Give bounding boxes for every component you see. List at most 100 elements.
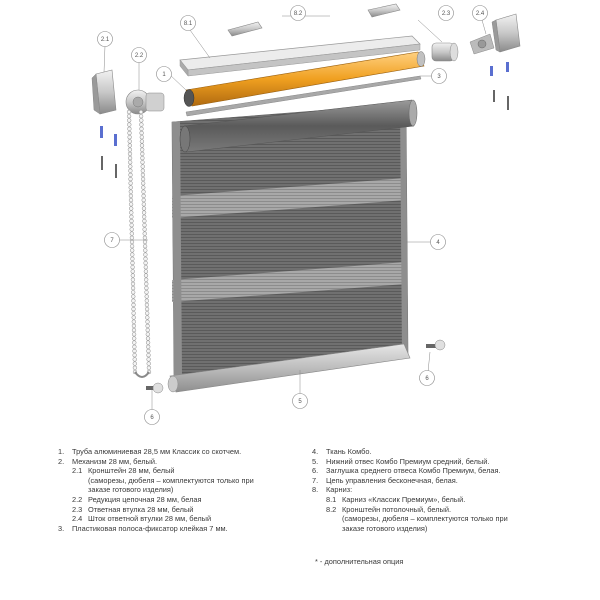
chain-bead [139,130,144,136]
legend-item-text: Кронштейн потолочный, белый. [342,504,452,514]
chain-bead [139,118,144,123]
svg-text:7: 7 [110,238,114,244]
chain-bead [127,151,133,157]
chain-bead [142,227,147,232]
chain-bead [129,218,134,224]
chain-bead [128,172,133,178]
chain-bead [138,109,144,115]
legend-item-text: Шток ответной втулки 28 мм, белый [88,514,212,524]
callout-8-2: 8.2 [290,5,306,21]
callout-3: 3 [431,68,447,84]
legend-item-number: 1. [58,447,65,456]
callout-6-right: 6 [419,370,435,386]
chain-bead [129,227,134,232]
chain-bead [146,365,152,370]
legend-item: 8.2 Кронштейн потолочный, белый. [312,505,508,515]
chain-bead [145,340,151,345]
chain-bead [140,160,145,165]
chain-bead [130,256,135,261]
chain-bead [131,332,137,337]
legend-item: 8.Карниз: [312,485,508,495]
chain-bead [141,197,146,203]
chain-bead [144,298,149,303]
chain-bead [130,277,136,282]
leader-lines [103,15,487,410]
svg-text:2.1: 2.1 [101,37,110,43]
chain-bead [144,306,150,312]
chain-bead [146,344,151,349]
chain-bead [140,155,145,161]
chain-bead [142,214,147,219]
chain-bead [129,206,134,211]
chain-bead [142,235,148,240]
legend-item: 1.Труба алюминиевая 28,5 мм Классик со с… [58,447,254,457]
legend-continuation: заказе готового изделия) [88,485,174,495]
callout-2-4: 2.4 [472,5,488,21]
legend-item-number: 8.2 [326,504,337,514]
ceiling-bracket-right [367,3,401,18]
chain-bead [144,302,150,308]
chain-bead [129,239,135,245]
legend-item-text: Ткань Комбо. [326,447,372,456]
roller-blind-exploded-diagram: 8.1 8.2 1 2.1 2.2 2.3 2.4 3 4 7 5 6 [91,3,521,425]
legend-item-text: Кронштейн 28 мм, белый [88,466,175,476]
legend-item-text: Нижний отвес Комбо Премиум средний, белы… [326,456,490,466]
callout-5: 5 [292,393,308,409]
ceiling-bracket-left [227,21,263,37]
chain-bead [144,290,149,295]
chain-bead [127,135,132,140]
end-cap-left [146,382,164,394]
legend-item: 5. Нижний отвес Комбо Премиум средний, бе… [312,457,508,467]
chain-bead [145,319,150,324]
legend-item-text: Карниз «Классик Премиум», белый. [342,494,466,504]
legend-item: 7.Цепь управления бесконечная, белая. [312,476,508,486]
callout-7: 7 [104,232,120,248]
chain-bead [140,176,146,182]
chain-bead [143,269,149,274]
legend-item-text: Ответная втулка 28 мм, белый [88,504,194,514]
chain-bead [132,361,137,366]
chain-bead [127,118,132,123]
fabric-roll [179,99,418,153]
chain-bead [139,122,144,127]
chain-bead [145,315,150,320]
chain-loop [134,371,150,378]
svg-text:4: 4 [436,240,440,246]
chain-bead [129,210,134,215]
chain-bead [128,189,133,194]
chain-bead [129,235,135,240]
chain-bead [131,298,136,303]
chain-bead [127,130,132,136]
legend-item: 2.Механизм 28 мм, белый. [58,457,254,467]
legend-left: 1.Труба алюминиевая 28,5 мм Классик со с… [58,447,254,533]
chain-bead [131,319,136,324]
chain-bead [127,143,132,148]
chain-bead [146,357,151,362]
chain-bead [131,302,136,308]
bracket-right [491,13,521,53]
legend-item-number: 7. [312,475,319,485]
left-fixings [100,126,117,178]
chain-bead [130,285,136,291]
callout-1: 1 [156,66,172,82]
chain-bead [140,147,145,152]
chain-bead [142,223,147,228]
chain-bead [128,176,133,182]
chain-bead [144,294,149,299]
chain-bead [140,168,145,173]
chain-bead [143,265,148,270]
legend-item-number: 5. [312,456,319,466]
legend-item-number: 2.3 [72,504,83,514]
control-chain [126,109,152,378]
callout-2-1: 2.1 [97,31,113,47]
chain-bead [130,273,135,278]
svg-text:6: 6 [425,376,429,382]
legend-item-number: 8. [312,485,319,495]
chain-bead [142,244,148,249]
legend-continuation: заказе готового изделия) [342,523,428,533]
chain-bead [138,114,144,119]
legend-item-text: Пластиковая полоса-фиксатор клейкая 7 мм… [72,523,228,533]
